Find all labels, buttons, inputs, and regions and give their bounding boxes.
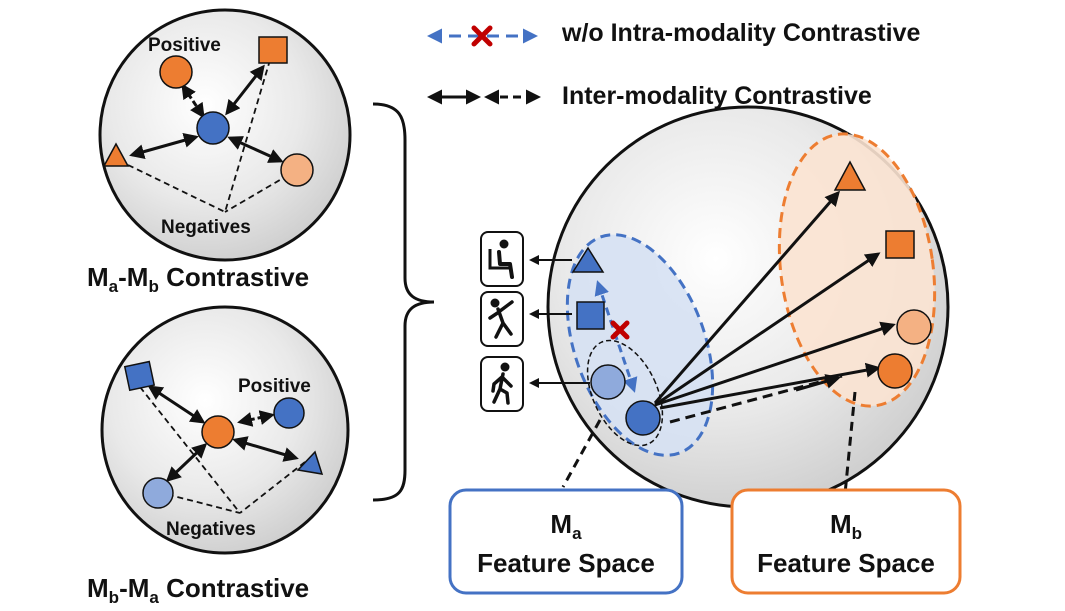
red-x-icon [471,25,493,47]
walking-person-icon [480,356,524,412]
mb-title: Mb [830,509,862,543]
ma-subtitle: Feature Space [477,548,655,578]
orange-triangle-main [833,160,867,191]
blue-square-main [576,301,605,330]
blue-triangle-main [571,246,605,273]
negatives-label-ab: Negatives [161,217,251,238]
mb-subtitle: Feature Space [757,548,935,578]
orange-square-main [885,230,915,259]
curly-brace [372,102,435,502]
blue-square [123,360,156,392]
icon-arrows [529,255,590,388]
sitting-person-icon [480,231,524,287]
ma-title: Ma [550,509,582,543]
orange-circle-main [877,353,913,389]
blue-circle-positive [273,397,305,429]
inter-arrows [653,190,896,424]
red-x-icon [610,320,630,340]
blue-circle-anchor-main [625,400,661,436]
panel-ma-mb: Positive Negatives [98,8,352,262]
positive-label-ab: Positive [148,35,221,56]
arrows-ab [129,64,284,163]
orange-triangle [102,142,130,167]
orange-circle-positive [159,55,193,89]
light-blue-circle-main [590,364,626,400]
ma-pointer [561,419,602,488]
legend-intra-label: w/o Intra-modality Contrastive [561,19,920,47]
orange-circle-anchor [201,415,235,449]
caption-ab: Ma-Mb Contrastive [87,262,309,296]
ma-feature-box: Ma Feature Space [448,488,684,595]
legend-inter-label: Inter-modality Contrastive [562,82,872,110]
orange-square [258,36,288,64]
light-orange-circle [280,153,314,187]
arrows-ba [147,385,299,483]
legend-intra-symbol [427,25,538,47]
light-orange-circle-main [896,309,932,345]
negatives-label-ba: Negatives [166,519,256,540]
mb-feature-box: Mb Feature Space [730,488,962,595]
activity-icons [480,231,590,412]
blue-triangle [296,450,324,475]
caption-ba: Mb-Ma Contrastive [87,573,309,607]
mb-pointer [843,391,857,495]
blue-circle-anchor [196,111,230,145]
main-sphere-group [546,105,950,509]
legend: w/o Intra-modality Contrastive Inter-mod… [427,19,920,110]
dancing-person-icon [480,291,524,347]
light-blue-circle [142,477,174,509]
positive-label-ba: Positive [238,376,311,397]
panel-mb-ma: Positive Negatives [100,305,350,555]
